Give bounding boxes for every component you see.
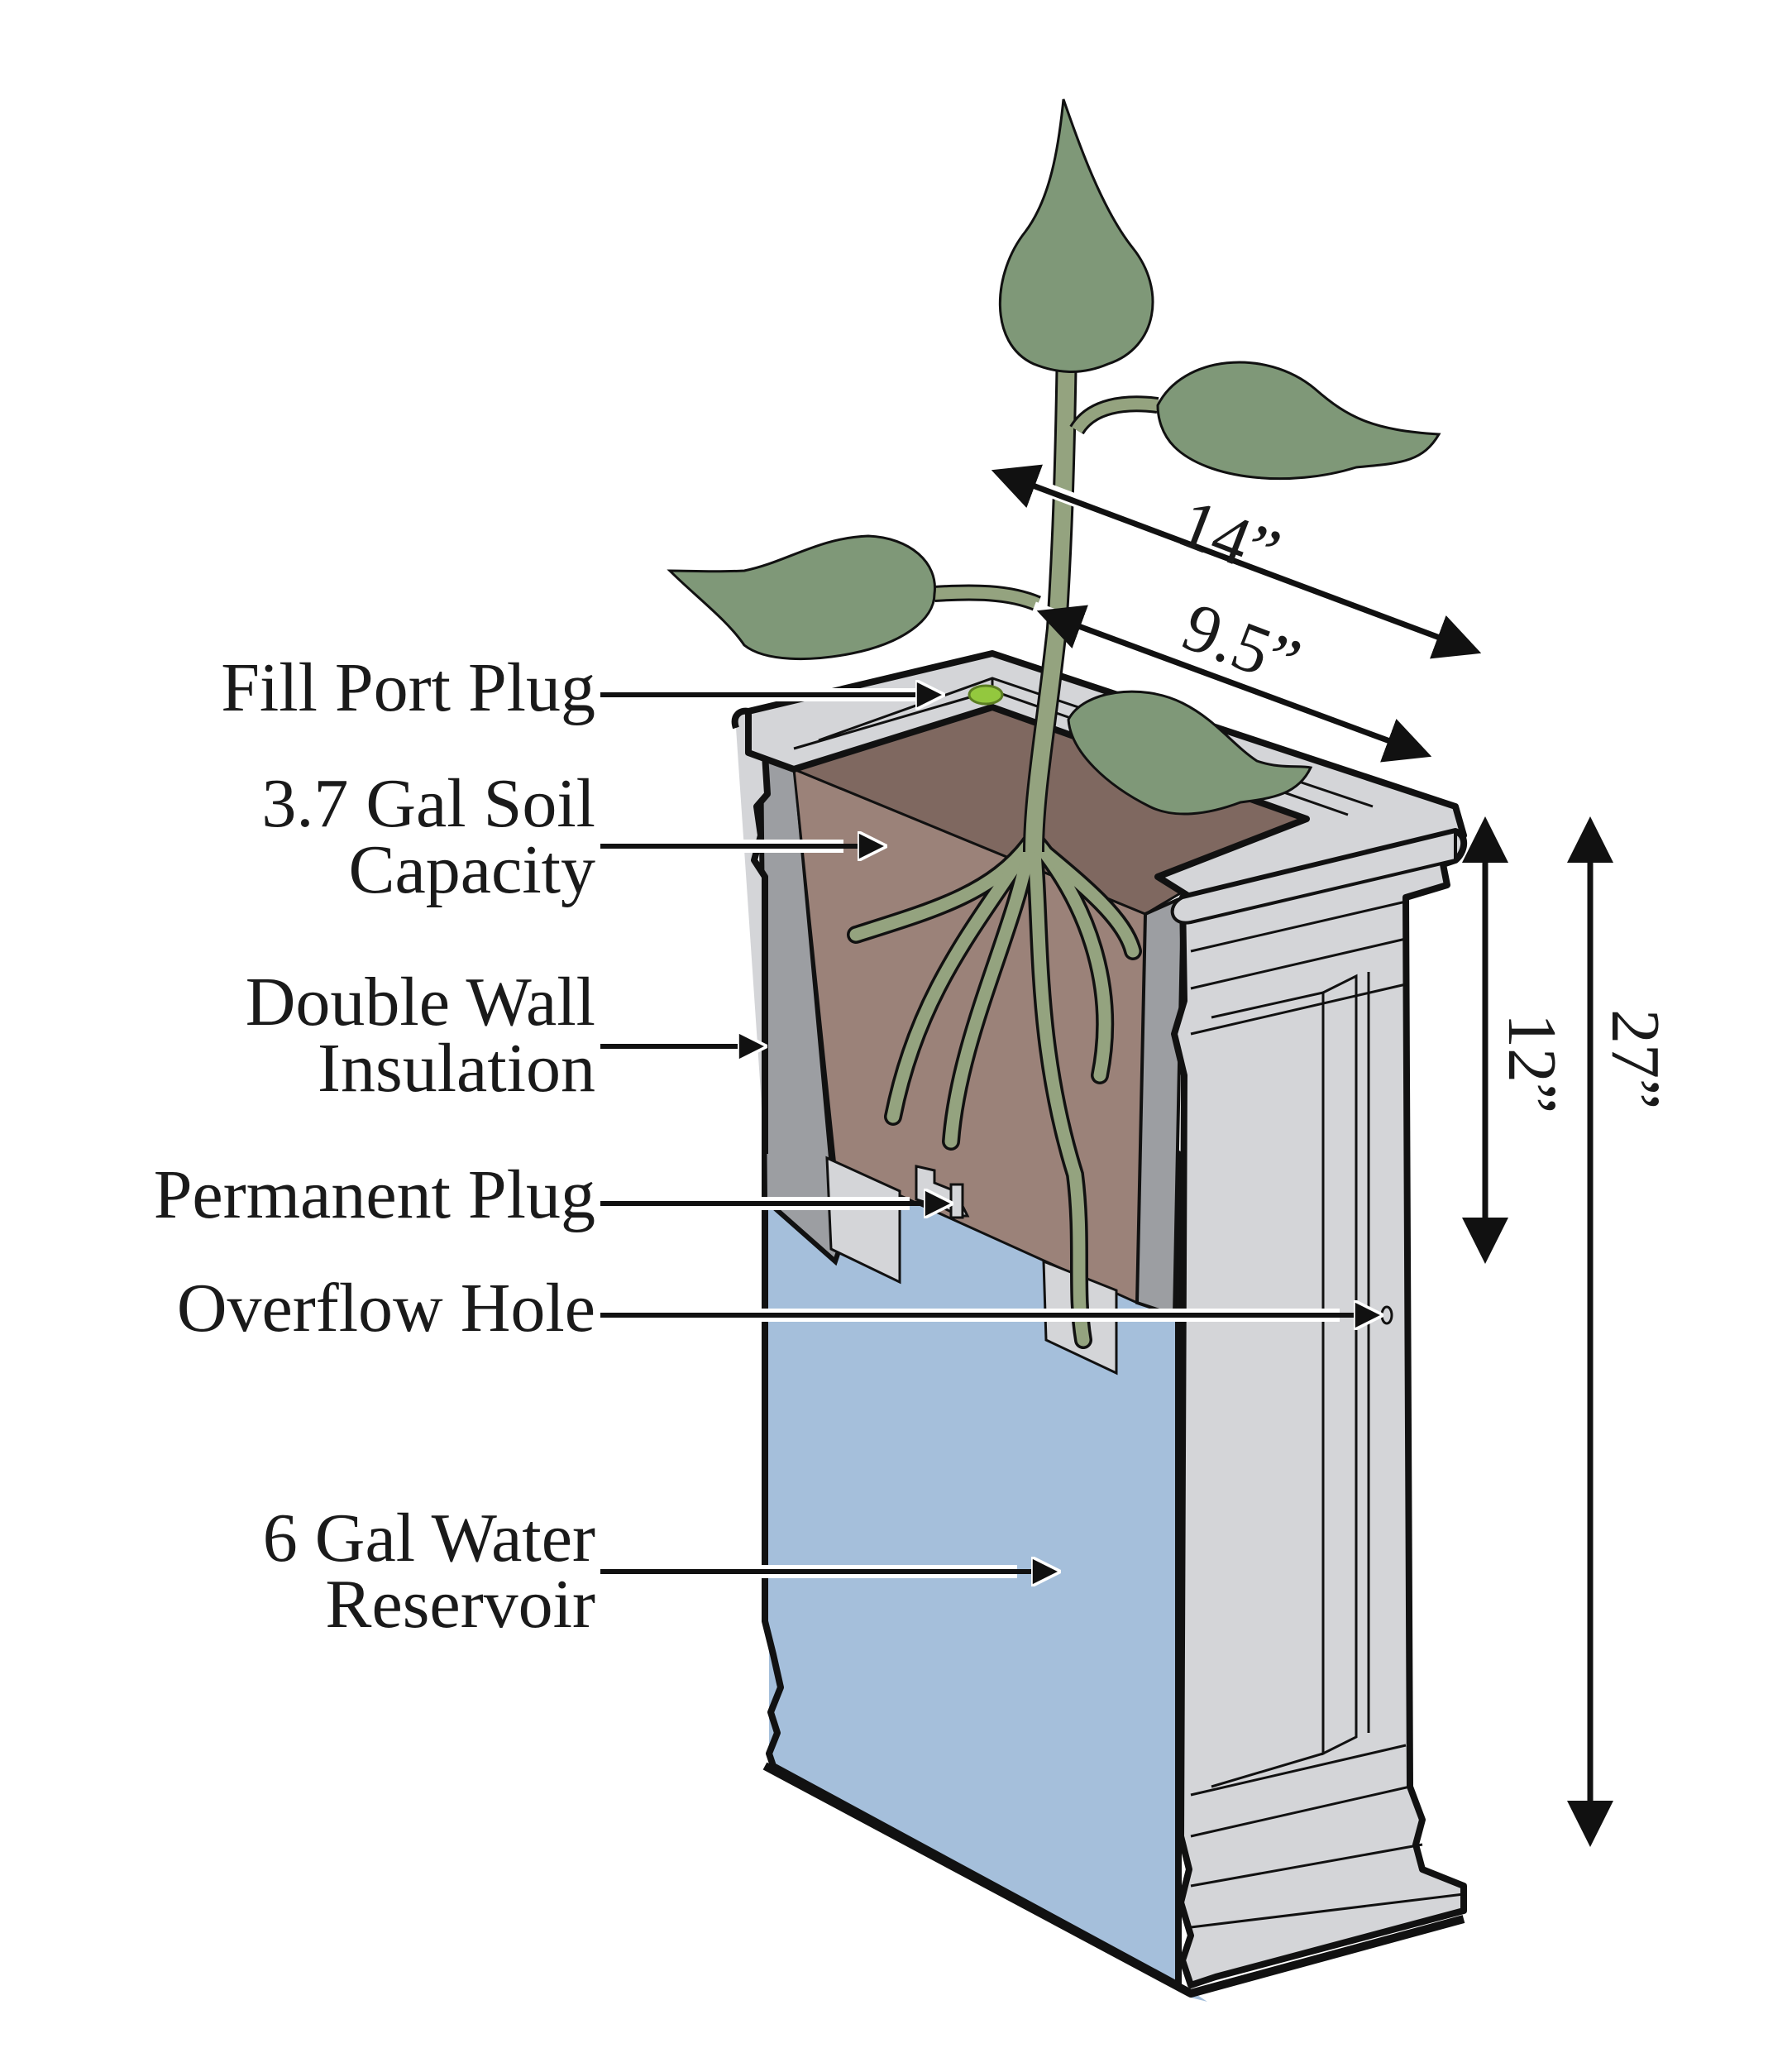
- recessed-panel: [1211, 972, 1370, 1788]
- leaf-right: [1156, 361, 1441, 481]
- double-wall-right: [1135, 894, 1185, 1318]
- permanent-plug-post: [949, 1183, 964, 1219]
- panel-molding-lines: [1190, 900, 1465, 1929]
- dim-soil-depth-label: 12”: [1493, 1013, 1570, 1113]
- label-double-wall-insulation: Double Wall Insulation: [245, 964, 595, 1107]
- label-fill-port-plug: Fill Port Plug: [221, 649, 595, 726]
- label-water-reservoir: 6 Gal Water Reservoir: [262, 1500, 595, 1643]
- label-double-wall-line2: Insulation: [318, 1030, 595, 1107]
- label-soil-capacity-line1: 3.7 Gal Soil: [261, 765, 595, 842]
- label-double-wall-line1: Double Wall: [245, 964, 595, 1041]
- roots-fill: [849, 837, 1140, 1347]
- label-overflow-hole: Overflow Hole: [176, 1270, 595, 1347]
- label-permanent-plug-line1: Permanent Plug: [153, 1156, 595, 1233]
- label-overflow-hole-line1: Overflow Hole: [176, 1270, 595, 1347]
- label-soil-capacity-line2: Capacity: [348, 831, 595, 908]
- callout-arrows: [600, 695, 1369, 1572]
- label-permanent-plug: Permanent Plug: [153, 1156, 595, 1233]
- branch-right: [1072, 398, 1159, 433]
- dim-inner-width-label: 9.5”: [1173, 588, 1310, 702]
- label-soil-capacity: 3.7 Gal Soil Capacity: [261, 765, 595, 908]
- wicking-leg-left: [825, 1156, 901, 1285]
- dim-total-height-label: 27”: [1597, 1009, 1674, 1109]
- base-edge: [762, 1762, 1465, 1998]
- fill-port-plug-shape: [968, 684, 1004, 706]
- rim-bulge: [1170, 829, 1457, 925]
- branch-left: [934, 586, 1040, 610]
- label-water-reservoir-line2: Reservoir: [325, 1566, 595, 1643]
- label-water-reservoir-line1: 6 Gal Water: [262, 1500, 595, 1577]
- label-fill-port-plug-line1: Fill Port Plug: [221, 649, 595, 726]
- leaf-left: [667, 534, 936, 661]
- leaf-top: [998, 98, 1154, 373]
